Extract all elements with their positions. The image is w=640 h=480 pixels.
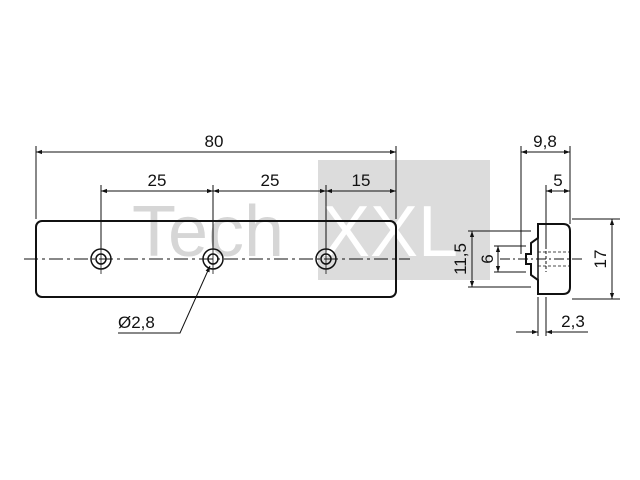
- dim-11-5-label: 11,5: [451, 243, 470, 275]
- dim-6-label: 6: [478, 254, 497, 263]
- watermark-suffix: XXL: [322, 192, 458, 272]
- dim-5-label: 5: [553, 171, 562, 190]
- watermark: Tech XXL: [132, 160, 490, 280]
- side-extension-lines: [468, 146, 620, 336]
- hole-diameter-label: Ø2,8: [118, 313, 155, 332]
- hole-leader: [118, 265, 211, 334]
- hole-1: [90, 244, 112, 274]
- side-view: 9,8 5 11,5 6 17 2,3: [451, 132, 620, 336]
- side-profile: [525, 223, 571, 295]
- front-view: 80 25 25 15 Ø2,8: [24, 132, 410, 334]
- dim-25a-label: 25: [148, 171, 167, 190]
- dim-25b-label: 25: [261, 171, 280, 190]
- dim-15-label: 15: [352, 171, 371, 190]
- dim-2-3-label: 2,3: [561, 312, 585, 331]
- hole-3: [315, 244, 337, 274]
- dim-80-label: 80: [205, 132, 224, 151]
- dim-17-label: 17: [591, 250, 610, 269]
- dim-9-8-label: 9,8: [533, 132, 557, 151]
- hole-2: [202, 244, 224, 274]
- extension-lines: [35, 146, 397, 248]
